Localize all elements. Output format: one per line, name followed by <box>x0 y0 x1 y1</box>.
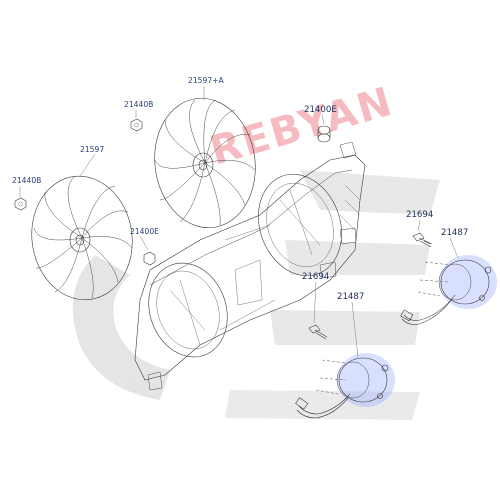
label-bolt-right: 21694 <box>406 210 433 220</box>
logo-shape-c <box>72 255 170 400</box>
nut-lower <box>14 197 27 211</box>
motor-left <box>295 353 395 419</box>
fan-lower-rim <box>31 175 133 301</box>
watermark-text: REBYAN <box>205 79 398 175</box>
bushing-top <box>317 125 331 143</box>
label-fan-upper: 21597+A <box>188 76 225 85</box>
part-labels: 21597+A 21440B 21597 21440B 21400E 21400… <box>12 76 468 302</box>
fan-lower-hub <box>69 227 91 253</box>
label-nut-upper: 21440B <box>124 100 153 109</box>
motor-left-body <box>338 357 388 403</box>
fan-lower <box>31 175 133 301</box>
leader-lines <box>19 86 459 358</box>
fan-lower-blades <box>33 175 133 299</box>
label-motor-right: 21487 <box>441 228 468 238</box>
bushing-mid <box>143 251 156 266</box>
shroud-opening-left <box>148 262 228 358</box>
label-shroud-bushing-top: 21400E <box>304 105 337 115</box>
bolt-left <box>308 324 328 340</box>
shroud-outline <box>134 154 366 381</box>
motor-right-body <box>440 259 490 305</box>
fan-upper-blades <box>154 99 256 226</box>
shroud-opening-right <box>258 173 342 277</box>
nut-upper <box>130 118 143 132</box>
logo-shape-bar <box>225 390 420 420</box>
label-bolt-left: 21694 <box>302 272 329 282</box>
fan-upper-rim <box>154 97 256 229</box>
label-motor-left: 21487 <box>337 292 364 302</box>
bolt-right <box>412 232 433 248</box>
label-shroud-bushing-mid: 21400E <box>130 227 159 236</box>
fan-upper-hub <box>192 152 214 178</box>
label-nut-lower: 21440B <box>12 176 41 185</box>
fan-shroud <box>134 141 366 391</box>
background-logo <box>72 170 440 420</box>
logo-shape-e <box>270 170 440 345</box>
motor-right <box>400 255 497 325</box>
label-fan-lower: 21597 <box>80 145 104 154</box>
fan-upper <box>154 97 256 229</box>
